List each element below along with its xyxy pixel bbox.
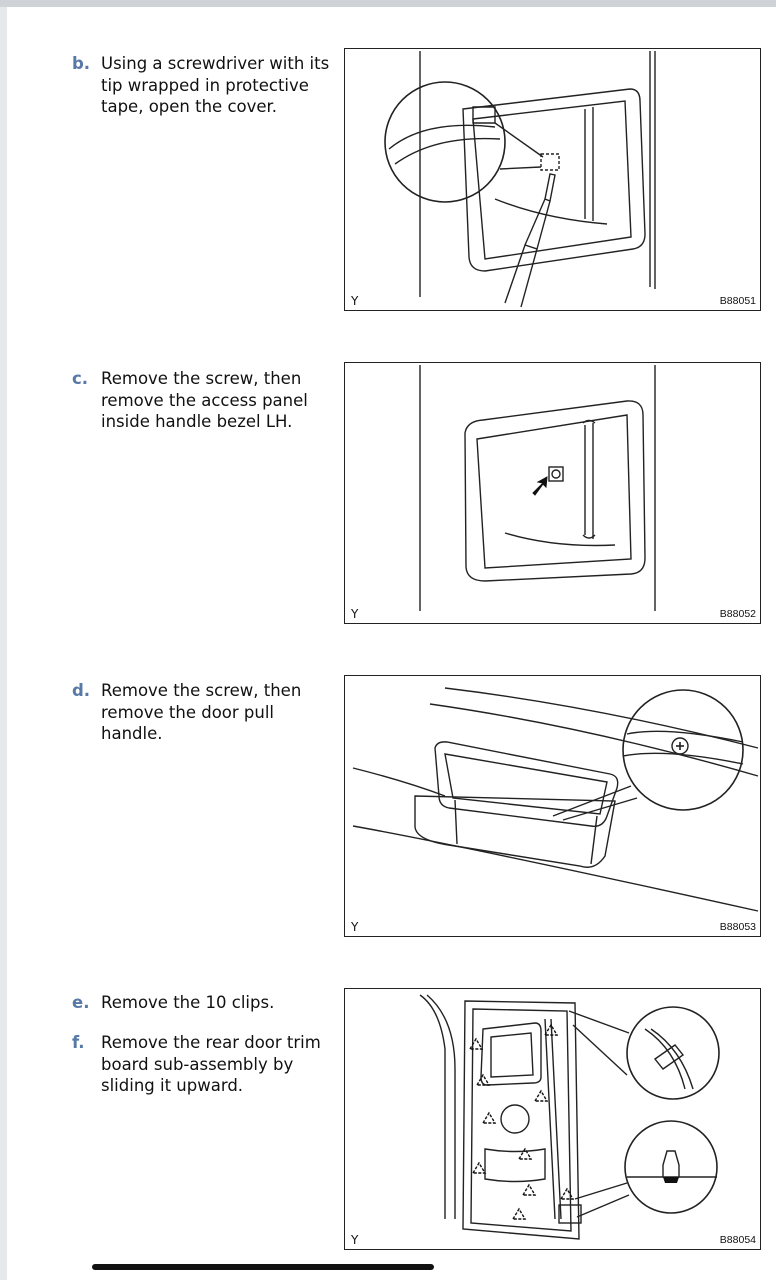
figure-label: Y (351, 607, 359, 621)
figure-label: Y (351, 294, 359, 308)
step-f: f. Remove the rear door trim board sub-a… (72, 1032, 334, 1102)
door-pull-handle-illustration (352, 687, 759, 912)
figure-open-cover: Y B88051 (344, 48, 761, 311)
step-letter: b. (72, 54, 91, 73)
figure-door-pull-handle: Y B88053 (344, 675, 761, 937)
access-panel-illustration (419, 365, 656, 611)
figure-label: Y (351, 1233, 359, 1247)
figure-code: B88052 (719, 608, 756, 620)
figure-code: B88054 (719, 1234, 756, 1246)
home-indicator[interactable] (92, 1264, 434, 1270)
step-letter: e. (72, 993, 90, 1012)
step-text: Remove the screw, then remove the door p… (101, 681, 302, 743)
step-e: e. Remove the 10 clips. (72, 992, 334, 1016)
trim-board-illustration (419, 994, 720, 1240)
figure-code: B88051 (719, 295, 756, 307)
step-b: b. Using a screwdriver with its tip wrap… (72, 53, 334, 123)
figure-trim-board-clips: Y B88054 (344, 988, 761, 1250)
figure-label: Y (351, 920, 359, 934)
step-c: c. Remove the screw, then remove the acc… (72, 368, 334, 438)
step-text: Remove the 10 clips. (101, 993, 275, 1012)
step-letter: f. (72, 1033, 85, 1052)
figure-access-panel: Y B88052 (344, 362, 761, 624)
left-edge (0, 7, 7, 1280)
step-letter: c. (72, 369, 89, 388)
figure-code: B88053 (719, 921, 756, 933)
open-cover-illustration (384, 51, 656, 308)
step-text: Using a screwdriver with its tip wrapped… (101, 54, 330, 116)
top-edge (0, 0, 776, 7)
step-d: d. Remove the screw, then remove the doo… (72, 680, 334, 750)
step-letter: d. (72, 681, 91, 700)
step-text: Remove the screw, then remove the access… (101, 369, 308, 431)
step-text: Remove the rear door trim board sub-asse… (101, 1033, 321, 1095)
